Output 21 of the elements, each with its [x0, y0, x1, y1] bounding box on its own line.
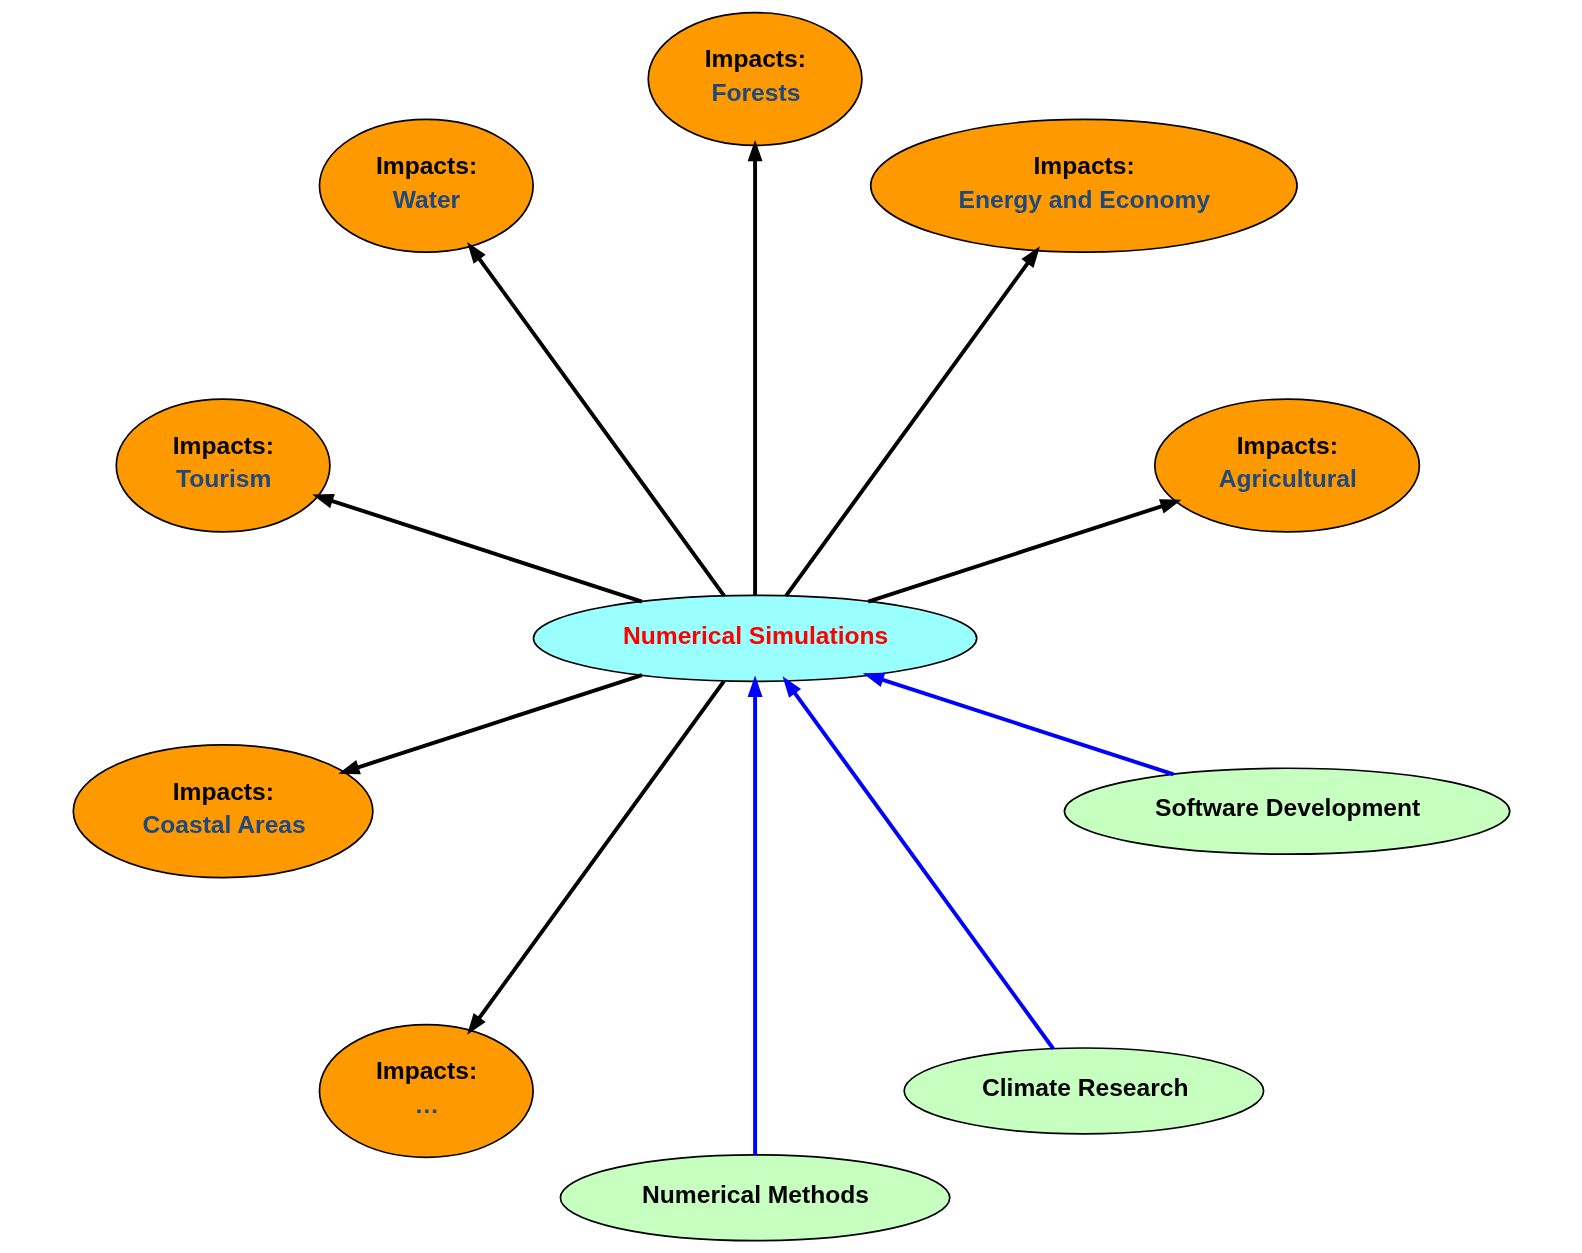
node-ellipse: Numerical Simulations: [532, 594, 978, 683]
arrow: [783, 246, 1040, 597]
arrow: [466, 679, 726, 1035]
node-ellipse: Impacts: Energy and Economy: [869, 118, 1298, 254]
arrow: [747, 675, 763, 1155]
arrow: [311, 493, 643, 604]
node-ellipse: Impacts: Agricultural: [1153, 398, 1420, 533]
arrow: [747, 139, 763, 596]
arrow: [862, 672, 1174, 777]
node-ellipse: Impacts: Water: [318, 118, 534, 254]
node-ellipse: Impacts: …: [318, 1023, 534, 1159]
arrow: [466, 242, 726, 597]
node-ellipse: Impacts: Forests: [646, 11, 863, 147]
node-ellipse: Impacts: Tourism: [114, 398, 331, 533]
arrow: [337, 673, 643, 775]
node-ellipse: Impacts: Coastal Areas: [71, 744, 374, 879]
node-ellipse: Climate Research: [902, 1047, 1264, 1135]
arrow: [782, 676, 1055, 1050]
arrow: [867, 499, 1182, 604]
node-ellipse: Numerical Methods: [559, 1153, 951, 1242]
node-ellipse: Software Development: [1063, 767, 1511, 856]
